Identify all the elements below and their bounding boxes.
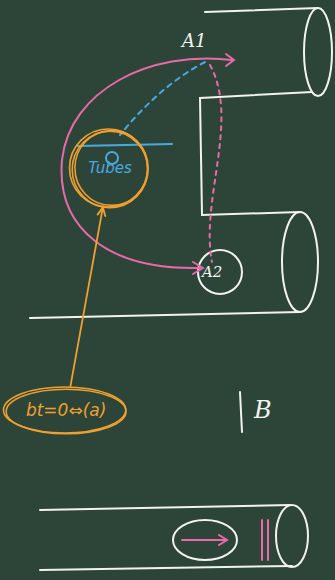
field-bar <box>240 392 242 432</box>
tube-wall <box>200 92 312 98</box>
flow-line <box>182 539 226 541</box>
arrow-head <box>219 535 227 545</box>
tick-marks <box>262 520 268 560</box>
note-oval: bt=0⇔(a) <box>4 386 128 434</box>
point-label: A2 <box>200 263 224 281</box>
cross-line <box>78 144 172 146</box>
tube-wall <box>40 566 292 570</box>
leader-arrow <box>70 207 105 386</box>
outline-ring <box>75 131 148 206</box>
area-circle <box>198 250 242 294</box>
tube-circle: Tubes <box>70 128 150 208</box>
node-text: Tubes <box>88 159 132 177</box>
tube-wall <box>200 98 300 215</box>
tube-wall <box>30 312 300 318</box>
arrow-head <box>226 54 234 66</box>
outline-ring <box>70 129 148 207</box>
tube-opening <box>304 8 332 96</box>
outline-ring <box>72 131 148 207</box>
outline-ring <box>4 387 126 433</box>
dashed-line <box>120 62 205 135</box>
arrow-head <box>193 262 203 274</box>
dashed-line <box>210 65 222 262</box>
point-label: B <box>252 396 274 424</box>
tube-wall <box>40 505 290 510</box>
point-label: A1 <box>180 30 208 51</box>
flow-line <box>62 58 232 268</box>
tube-opening <box>276 505 308 567</box>
tube-opening <box>282 212 318 312</box>
area-circle <box>173 520 237 560</box>
node-text: bt=0⇔(a) <box>26 400 106 420</box>
outline-ring <box>6 389 126 433</box>
tube-wall <box>205 8 318 12</box>
